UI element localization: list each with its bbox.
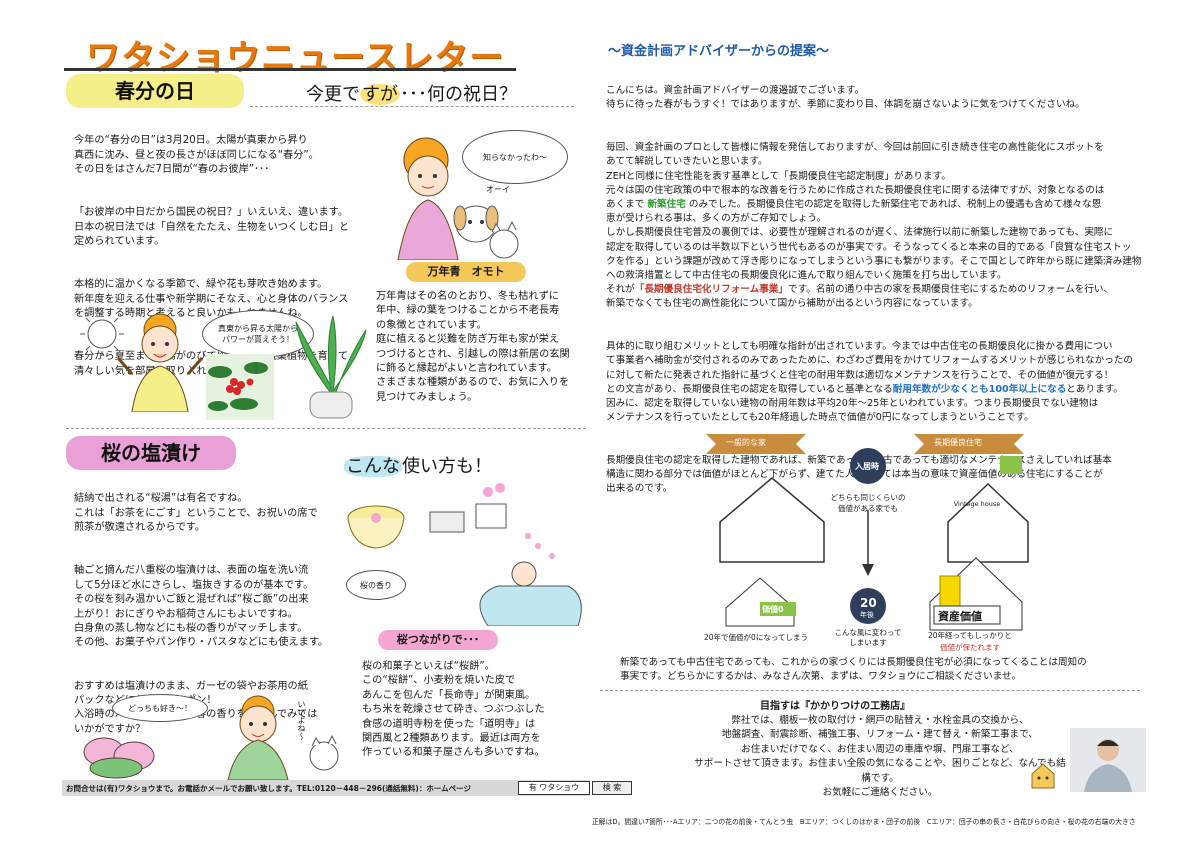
woman-thinking-illustration bbox=[397, 137, 519, 260]
omoto-ribbon: 万年青 オモト bbox=[406, 262, 526, 282]
diagram-years-num: 20 bbox=[860, 596, 877, 610]
proposal-p3-blue: 耐用年数が少なくとも100年以上になる bbox=[892, 383, 1067, 395]
proposal-p2-b: のみでした。長期優良住宅の認定を取得した新築住宅であれば、税制上の優遇も含めて様… bbox=[606, 199, 1142, 296]
shunbun-p1: 今年の“春分の日”は3月20日。太陽が真東から昇り 真西に沈み、昼と夜の長さがほ… bbox=[74, 135, 319, 176]
shunbun-subtitle-a: 今更で bbox=[306, 84, 360, 105]
contact-bar bbox=[62, 780, 590, 796]
shunbun-p2: 「お彼岸の中日だから国民の祝日？」いえいえ、違います。 日本の祝日法では「自然を… bbox=[74, 207, 350, 248]
manryo-berries-illustration bbox=[206, 354, 274, 420]
sakura-tsunagari-text: 桜の和菓子といえば“桜餅”。 この“桜餅”、小麦粉を焼いた皮で あんこを包んだ「… bbox=[362, 661, 545, 759]
proposal-p1: こんにちは。資金計画アドバイザーの渡邉誠でございます。 待ちに待った春がもうすぐ… bbox=[606, 85, 1085, 111]
proposal-p3-b: とあります。 因みに、認定を取得していない建物の耐用年数は平均20年～25年とい… bbox=[606, 383, 1123, 424]
shunbun-subtitle-c: ･･･何の祝日？ bbox=[400, 84, 517, 105]
sakura-p2: 軸ごと摘んだ八重桜の塩漬けは、表面の塩を洗い流 して5分ほど水にさらし、塩抜きす… bbox=[74, 565, 329, 649]
speech-bubble-bath: 桜の香り bbox=[346, 570, 406, 600]
cat-voice: いいよね～ bbox=[297, 700, 306, 740]
omoto-text: 万年青はその名のとおり、冬も枯れずに 年中、緑の葉をつけることから不老長寿 の象… bbox=[376, 291, 570, 403]
diagram-same-value: どちらも同じくらいの 価値がある家でも bbox=[830, 493, 906, 513]
diagram-house-sign: Vintage house bbox=[953, 500, 1001, 508]
diagram-years-unit: 年後 bbox=[860, 611, 874, 619]
diagram-right-label: 長期優良住宅 bbox=[934, 438, 982, 447]
title-underline bbox=[64, 68, 516, 71]
answers-text: 正解はD。間違い7箇所･･･Aエリア：二つの花の前後・てんとう虫 Bエリア：つく… bbox=[592, 818, 1136, 826]
sakura-subtitle: こんな使い方も！ bbox=[344, 452, 492, 478]
diagram-move-in: 入居時 bbox=[855, 462, 879, 471]
search-button[interactable]: 検 索 bbox=[592, 781, 632, 795]
speech-bubble-girl: どっちも好き～！ bbox=[112, 694, 208, 722]
sakura-divider-top bbox=[66, 428, 586, 429]
sakura-tea-illustration bbox=[347, 483, 582, 626]
shunbun-heading: 春分の日 bbox=[66, 74, 244, 108]
sun-girl-illustration bbox=[80, 312, 204, 412]
diagram-right-caption-a: 20年経ってもしっかりと bbox=[928, 631, 1012, 640]
proposal-p2-red: 「長期優良住宅化リフォーム事業」 bbox=[634, 284, 788, 296]
diagram-left-label: 一般的な家 bbox=[726, 438, 766, 447]
sakura-subtitle-a: こんな bbox=[344, 456, 402, 477]
proposal-p2-a: 毎回、資金計画のプロとして皆様に情報を発信しておりますが、今回は前回に引き続き住… bbox=[606, 142, 1105, 211]
house-mascot-icon bbox=[1031, 763, 1055, 789]
proposal-p2-c: です。名前の通り中古の家を長期優良住宅にするためのリフォームを行い、 新築でなく… bbox=[606, 284, 1114, 310]
proposal-heading: ～資金計画アドバイザーからの提案～ bbox=[608, 44, 830, 59]
search-input[interactable]: 有 ワタショウ bbox=[518, 781, 590, 795]
sakura-tsunagari-ribbon: 桜つながりで･･･ bbox=[378, 630, 498, 650]
contact-text: お問合せは(有)ワタショウまで。お電話かメールでお願い致します。TEL:0120… bbox=[66, 784, 471, 793]
shunbun-p3: 本格的に温かくなる季節で、緑や花も芽吹き始めます。 新年度を迎える仕事や新学期に… bbox=[74, 279, 349, 320]
advisor-photo bbox=[1070, 728, 1146, 792]
shunbun-subtitle: 今更ですが･･･何の祝日？ bbox=[306, 80, 517, 106]
diagram-value-zero: 価値0 bbox=[762, 605, 784, 614]
diagram-right-caption-b: 価値が保たれます bbox=[940, 643, 1000, 652]
company-heading: 目指すは『かかりつけの工務店』 bbox=[760, 701, 911, 712]
newsletter-title: ワタショウニュースレター bbox=[86, 38, 505, 78]
girl-sakura-mochi-illustration bbox=[83, 695, 339, 780]
omoto-plant-illustration bbox=[295, 315, 367, 419]
proposal-conclusion: 新築であっても中古住宅であっても、これからの家づくりには長期優良住宅が必須になっ… bbox=[620, 657, 1087, 683]
company-divider bbox=[600, 690, 1140, 691]
speech-bubble-sun: 真東から昇る太陽から パワーが貰えそう！ bbox=[202, 310, 314, 358]
sakura-p1: 結納で出される“桜湯”は有名ですね。 これは「お茶をにごす」ということで、お祝い… bbox=[74, 493, 318, 534]
shunbun-divider bbox=[250, 106, 574, 107]
dog-voice: オーイ bbox=[486, 185, 510, 194]
speech-bubble-top: 知らなかったわ～ bbox=[462, 130, 568, 184]
diagram-left-caption: 20年で価値が0になってしまう bbox=[704, 633, 808, 642]
diagram-asset-value: 資産価値 bbox=[938, 610, 982, 623]
sakura-heading: 桜の塩漬け bbox=[66, 436, 236, 470]
sakura-subtitle-b: 使い方も！ bbox=[402, 456, 492, 477]
proposal-p2: 毎回、資金計画のプロとして皆様に情報を発信しておりますが、今回は前回に引き続き住… bbox=[606, 141, 1146, 311]
house-value-diagram bbox=[706, 434, 1029, 631]
shunbun-subtitle-b: すが bbox=[360, 84, 400, 105]
proposal-p3: 具体的に取り組むメリットとしても明確な指針が出されています。今までは中古住宅の長… bbox=[606, 340, 1146, 425]
company-text: 弊社では、棚板一枚の取付け・網戸の貼替え・水栓金具の交換から、 地盤調査、耐震診… bbox=[694, 715, 1066, 799]
proposal-p2-green: 新築住宅 bbox=[647, 199, 686, 211]
diagram-how-change: こんな風に変わって しまいます bbox=[834, 628, 902, 647]
proposal-p3-a: 具体的に取り組むメリットとしても明確な指針が出されています。今までは中古住宅の長… bbox=[606, 341, 1133, 395]
